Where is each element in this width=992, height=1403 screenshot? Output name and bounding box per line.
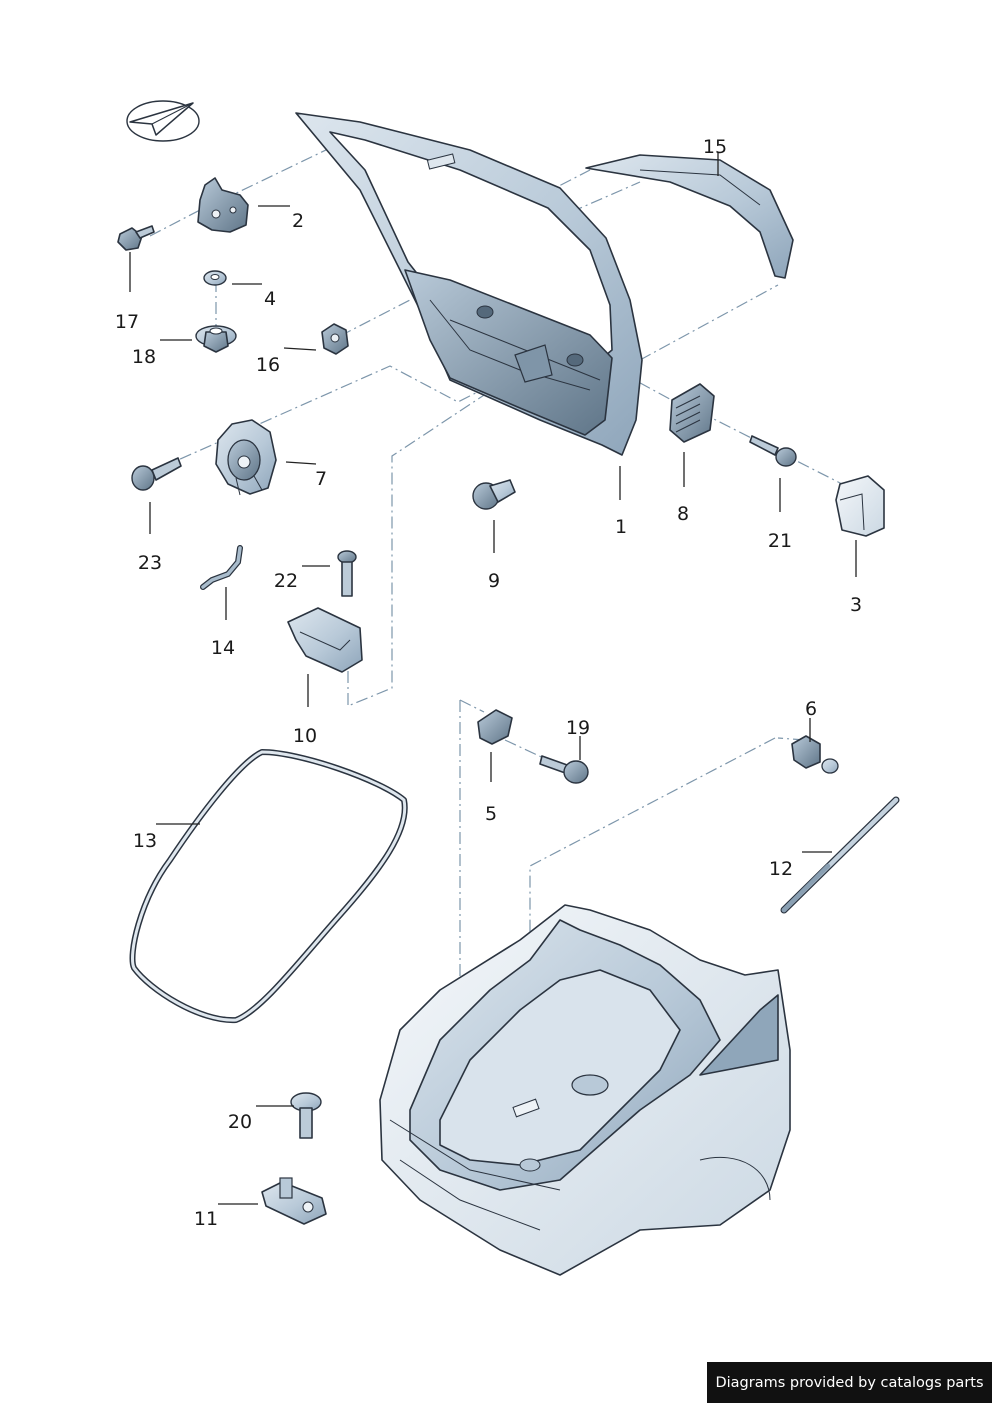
callout-12: 12 [769,858,793,880]
tailgate-part-1 [295,112,643,456]
lock-part-7 [215,419,277,496]
callout-3: 3 [850,594,862,616]
nut-part-16 [321,323,349,355]
switch-part-8 [669,383,715,443]
callout-11: 11 [194,1208,218,1230]
callout-9: 9 [488,570,500,592]
callout-17: 17 [115,311,139,333]
callout-1: 1 [615,516,627,538]
callout-4: 4 [264,288,276,310]
rod-part-14 [200,545,243,590]
callout-23: 23 [138,552,162,574]
screw-part-19 [539,755,589,784]
cap-part-3 [835,475,885,537]
buffer-part-5 [477,709,513,745]
callout-10: 10 [293,725,317,747]
callout-8: 8 [677,503,689,525]
window-seal-part-13 [129,749,408,1024]
nut-part-18 [195,325,237,353]
callout-20: 20 [228,1111,252,1133]
orientation-arrow-icon [126,100,200,142]
callout-2: 2 [292,210,304,232]
callout-7: 7 [315,468,327,490]
callout-numbers: 1 2 3 4 5 6 7 8 9 10 11 12 13 14 15 16 1… [115,136,862,1230]
callout-6: 6 [805,698,817,720]
bolt-part-20 [290,1092,322,1139]
callout-14: 14 [211,637,235,659]
callout-21: 21 [768,530,792,552]
callout-13: 13 [133,830,157,852]
callout-22: 22 [274,570,298,592]
ball-stud-part-6 [791,735,839,774]
plug-part-9 [472,479,516,510]
callout-19: 19 [566,717,590,739]
callout-5: 5 [485,803,497,825]
leader-lines [129,152,857,1205]
car-body-shell [379,904,791,1276]
bolt-part-23 [131,457,182,491]
washer-part-4 [203,270,227,286]
credit-banner: Diagrams provided by catalogs parts [707,1362,992,1403]
callout-16: 16 [256,354,280,376]
gas-strut-part-12 [780,796,900,914]
spoiler-part-15 [585,154,794,279]
bolt-part-17 [117,225,155,251]
callout-18: 18 [132,346,156,368]
striker-part-11 [261,1177,327,1225]
screw-part-22 [337,550,357,597]
callout-15: 15 [703,136,727,158]
bracket-part-10 [287,607,363,673]
screw-part-21 [749,435,797,467]
hinge-part-2 [197,177,249,233]
